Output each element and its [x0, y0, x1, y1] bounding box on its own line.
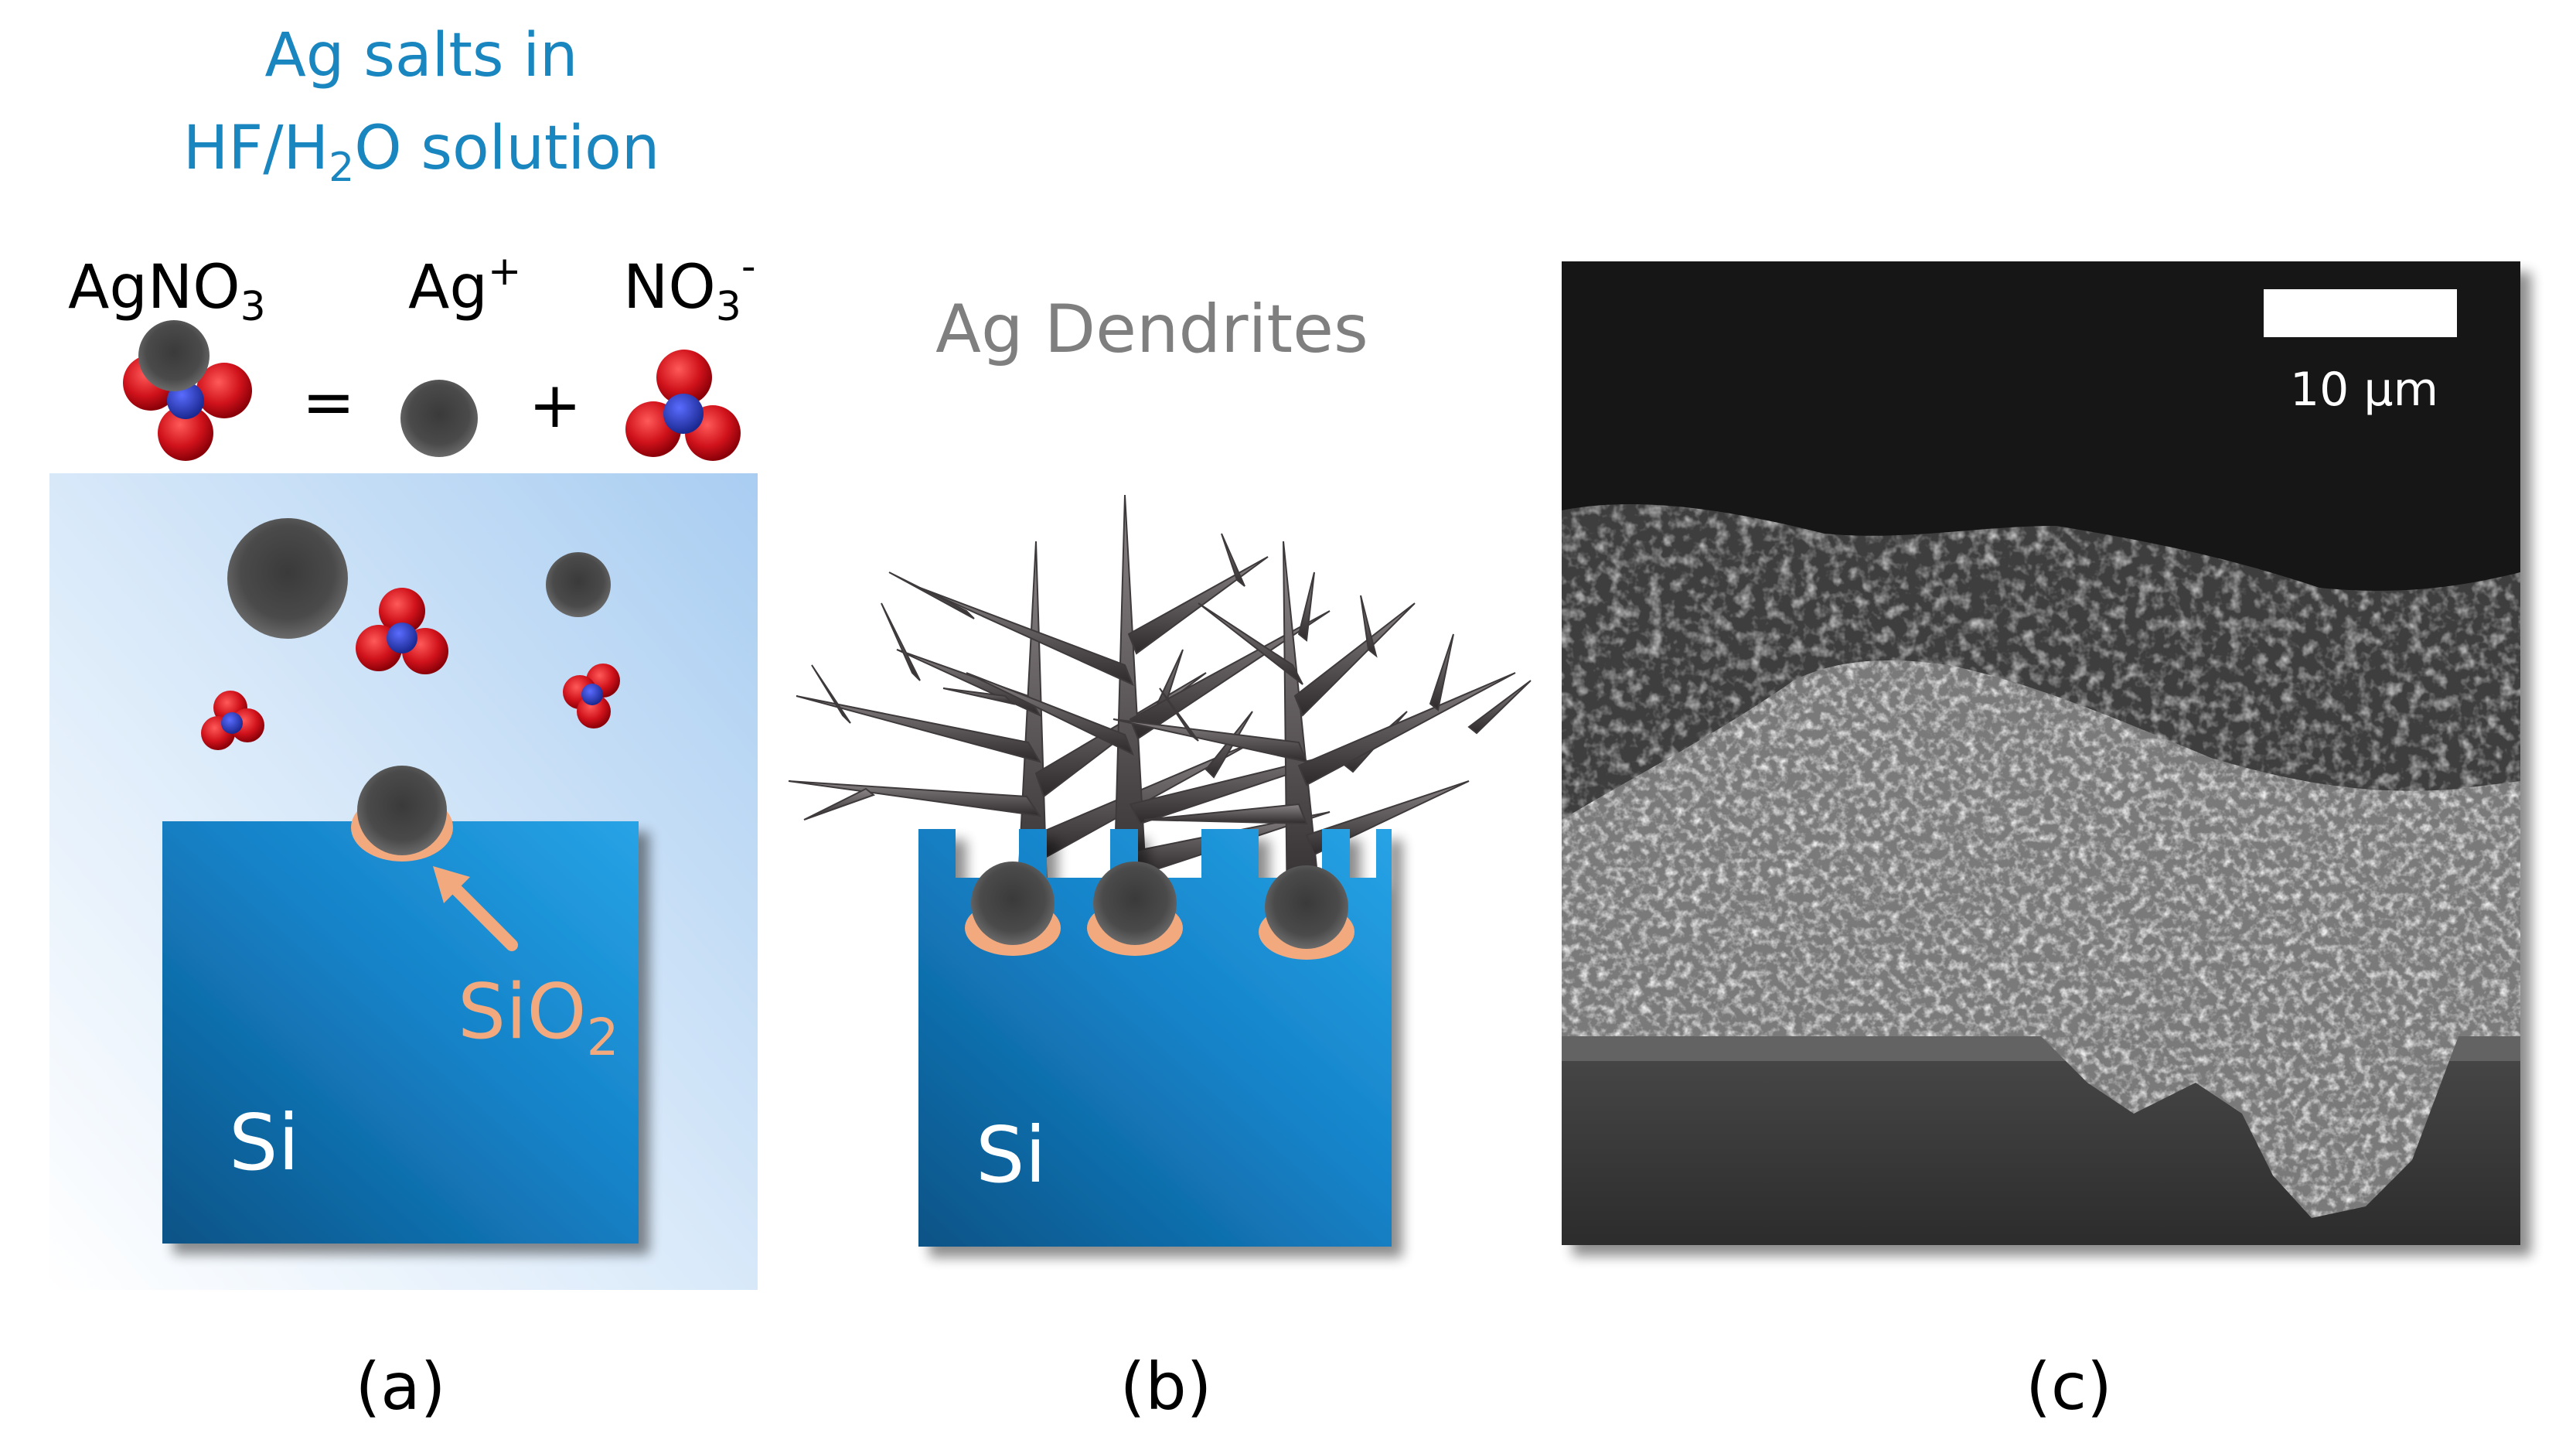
si-label-a: Si — [229, 1097, 299, 1188]
panel-b: Ag Dendrites — [788, 291, 1532, 1424]
equals-sign: = — [302, 366, 356, 439]
nitrate-ion-1 — [356, 588, 448, 674]
formula-ag-ion: Ag+ — [408, 248, 521, 322]
ag-dendrites-title: Ag Dendrites — [935, 291, 1368, 368]
panel-a: Ag salts in HF/H2O solution AgNO3 Ag+ NO… — [49, 21, 758, 1424]
sio2-label: SiO2 — [458, 968, 619, 1067]
solution-title-line1: Ag salts in — [265, 21, 578, 90]
sem-content — [1562, 503, 2520, 1245]
sio2-arrow-icon — [444, 877, 518, 951]
nitrate-ion-3 — [563, 664, 620, 728]
dendrites — [788, 494, 1532, 921]
formula-nitrate-ion: NO3- — [623, 244, 756, 330]
si-label-b: Si — [976, 1110, 1046, 1200]
sio2-arrow-head-icon — [433, 866, 470, 903]
formula-agno3: AgNO3 — [68, 253, 266, 330]
nitrate-ion-icon — [625, 350, 741, 461]
silver-particle-on-si — [357, 766, 447, 855]
si-substrate-a — [162, 821, 639, 1244]
agno3-molecule-icon — [123, 320, 252, 461]
solution-title-line2: HF/H2O solution — [183, 114, 660, 191]
caption-c: (c) — [2026, 1349, 2112, 1424]
silver-ion-large — [227, 518, 348, 639]
plus-sign: + — [529, 369, 582, 442]
silver-ion-icon — [400, 380, 478, 457]
panel-c: 10 µm (c) — [1562, 261, 2520, 1424]
nitrate-ion-2 — [201, 691, 264, 750]
scale-bar-label: 10 µm — [2290, 363, 2438, 417]
caption-b: (b) — [1120, 1349, 1212, 1424]
scale-bar — [2264, 289, 2457, 337]
silver-ion-small — [546, 552, 611, 617]
caption-a: (a) — [355, 1349, 445, 1424]
silver-particles-b — [971, 861, 1348, 949]
